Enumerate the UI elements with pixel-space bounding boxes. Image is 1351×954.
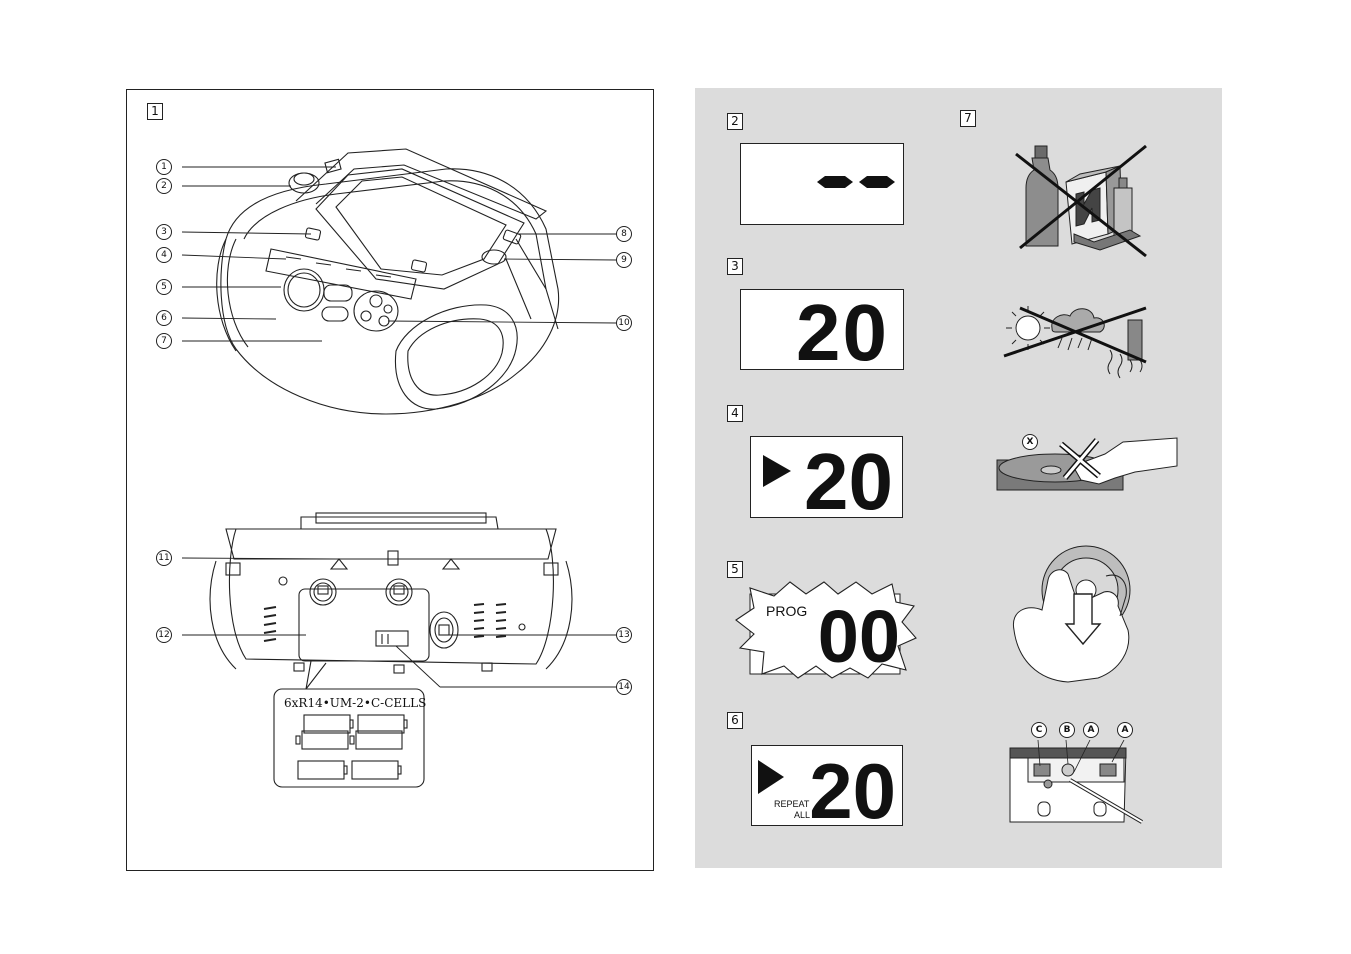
callout-9: 9: [616, 252, 632, 268]
dash-segment-2: [859, 176, 895, 188]
play-icon: [763, 455, 791, 487]
marker-a-2: A: [1117, 722, 1133, 738]
callout-1: 1: [156, 159, 172, 175]
marker-b: B: [1059, 722, 1075, 738]
heater-icon: [1127, 319, 1143, 361]
callout-12: 12: [156, 627, 172, 643]
prog-indicator: PROG: [766, 603, 807, 619]
display-fig4-digits: 20: [804, 437, 893, 517]
display-fig5-digits: 00: [818, 595, 900, 678]
boombox-drawings: [181, 148, 617, 788]
callout-5: 5: [156, 279, 172, 295]
boombox-front-view: [216, 148, 560, 415]
figure-7-label: 7: [960, 110, 976, 127]
figure-5-label: 5: [727, 561, 743, 578]
display-fig3: 20: [740, 289, 904, 370]
callout-10: 10: [616, 315, 632, 331]
lens-cleaning-illustration: [1009, 740, 1144, 824]
front-callout-lines: [181, 166, 617, 342]
no-heat-warning: [1003, 306, 1147, 379]
figure-2-label: 2: [727, 113, 743, 130]
display-fig6-digits: 20: [809, 747, 896, 825]
dont-touch-lens-warning: [996, 437, 1178, 491]
display-fig4: 20: [750, 436, 903, 518]
marker-x: X: [1022, 434, 1038, 450]
callout-4: 4: [156, 247, 172, 263]
burst-shape: [735, 581, 917, 679]
figure-1-panel: [126, 89, 654, 871]
figure-3-label: 3: [727, 258, 743, 275]
sun-icon: [1015, 315, 1041, 341]
display-fig3-digits: 20: [796, 290, 889, 369]
figure-6-label: 6: [727, 712, 743, 729]
marker-c: C: [1031, 722, 1047, 738]
hand-icon: [1072, 437, 1178, 485]
rain-icon: [1057, 337, 1093, 351]
display-fig6: REPEAT ALL 20: [751, 745, 903, 826]
callout-2: 2: [156, 178, 172, 194]
cross-line-1: [1015, 152, 1147, 258]
battery-type-label: 6xR14•UM-2•C-CELLS: [284, 696, 427, 710]
arrow-down-icon: [1064, 593, 1102, 646]
cross-line-2: [1019, 306, 1147, 364]
callout-3: 3: [156, 224, 172, 240]
marker-a-1: A: [1083, 722, 1099, 738]
callout-7: 7: [156, 333, 172, 349]
dash-segment-1: [817, 176, 853, 188]
boombox-back-view: [209, 512, 573, 788]
callout-8: 8: [616, 226, 632, 242]
play-icon: [758, 760, 784, 794]
figure-4-label: 4: [727, 405, 743, 422]
back-callout-lines: [181, 557, 616, 688]
callout-6: 6: [156, 310, 172, 326]
display-fig5: PROG 00: [735, 581, 917, 679]
callout-13: 13: [616, 627, 632, 643]
cloud-icon: [1051, 308, 1105, 333]
callout-14: 14: [616, 679, 632, 695]
no-chemicals-warning: [1015, 144, 1147, 258]
repeat-indicator: REPEAT: [774, 799, 810, 809]
display-fig2: [740, 143, 904, 225]
all-indicator: ALL: [794, 810, 810, 820]
figure-1-label: 1: [147, 103, 163, 120]
cross-line-2: [1019, 144, 1147, 250]
disc-cleaning-illustration: [1012, 545, 1131, 683]
callout-11: 11: [156, 550, 172, 566]
